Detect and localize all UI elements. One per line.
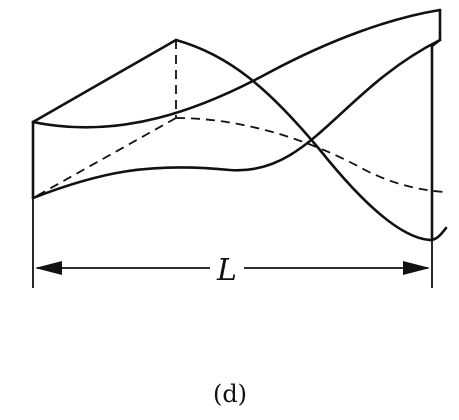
dimension-left-arrowhead bbox=[35, 261, 62, 275]
upper-twisted-edge bbox=[31, 8, 442, 129]
hidden-edges bbox=[32, 40, 445, 199]
hidden-diagonal-edge bbox=[32, 117, 177, 199]
lower-twisted-edge bbox=[31, 38, 442, 200]
length-dimension: L bbox=[32, 198, 433, 288]
far-top-slant-edge bbox=[430, 38, 442, 48]
top-crossing-edge bbox=[174, 38, 432, 242]
dimension-label: L bbox=[216, 253, 237, 288]
hidden-long-edge bbox=[175, 117, 445, 193]
far-bottom-edge bbox=[428, 226, 448, 242]
dimension-right-arrowhead bbox=[403, 261, 430, 275]
figure-caption: (d) bbox=[213, 380, 247, 408]
visible-edges bbox=[31, 8, 448, 242]
near-top-slant-edge bbox=[31, 38, 178, 124]
